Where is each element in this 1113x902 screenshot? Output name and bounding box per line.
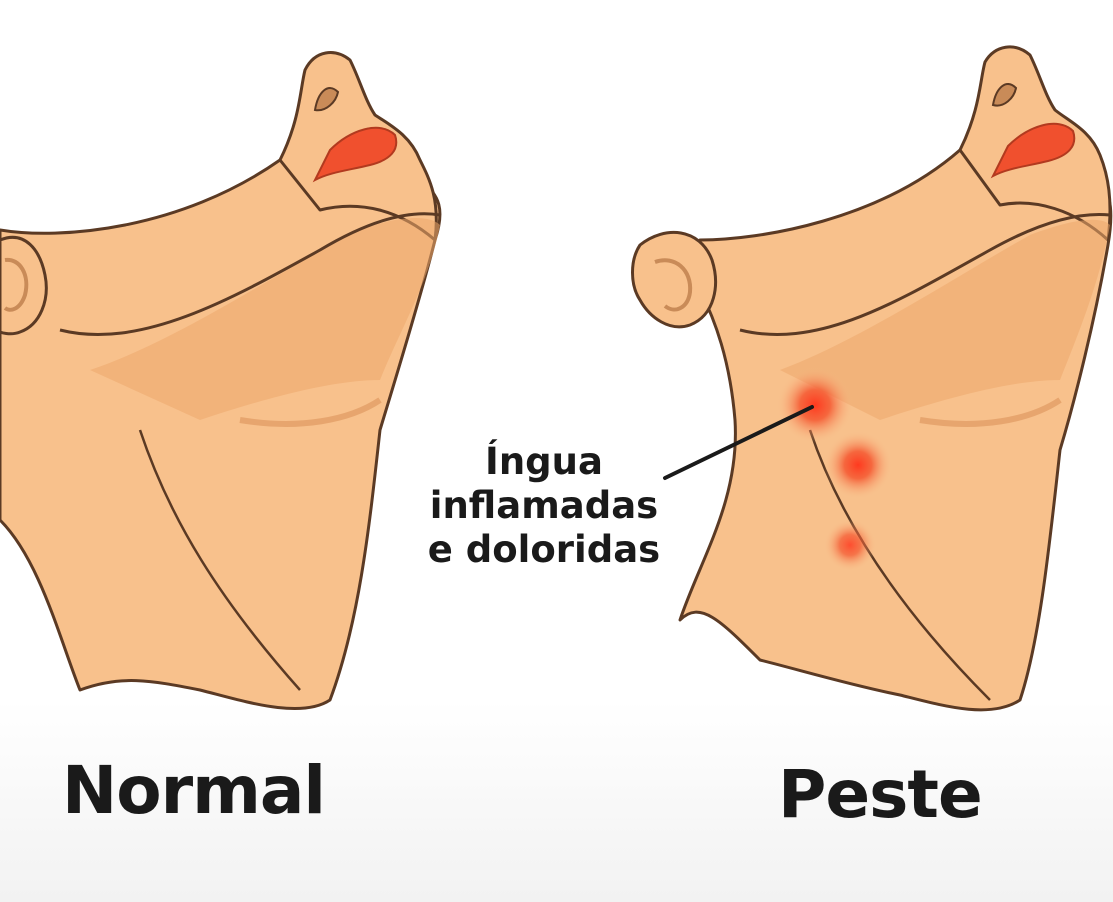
callout-line-1: Íngua	[485, 440, 603, 483]
callout-line-3: e doloridas	[427, 528, 661, 571]
symptom-callout: Íngua inflamadas e doloridas	[408, 440, 680, 572]
inflamed-neck-illustration	[631, 45, 1113, 712]
swollen-lymph-node-icon	[777, 367, 853, 443]
swollen-lymph-nodes	[777, 367, 892, 571]
callout-leader-line	[663, 405, 814, 480]
normal-neck-illustration	[0, 51, 442, 711]
label-peste: Peste	[778, 756, 983, 833]
callout-line-2: inflamadas	[429, 484, 659, 527]
swollen-lymph-node-icon	[824, 519, 876, 571]
label-normal: Normal	[62, 752, 326, 829]
swollen-lymph-node-icon	[824, 431, 892, 499]
background-floor	[0, 700, 1113, 902]
